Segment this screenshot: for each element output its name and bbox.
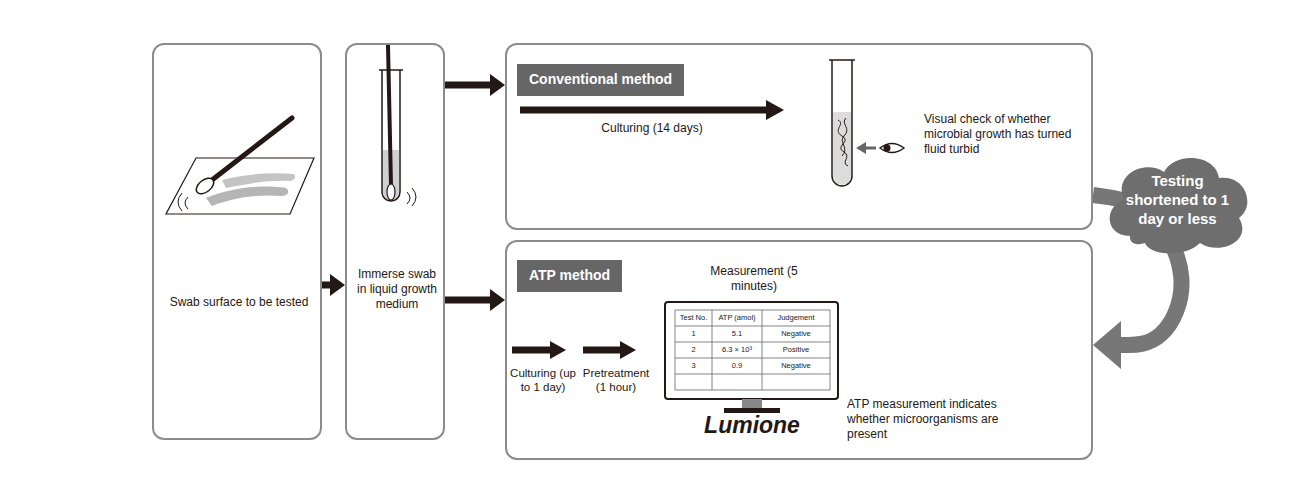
step-text: Culturing (up to 1 day): [508, 366, 578, 395]
table-cell: 1: [675, 326, 712, 342]
table-cell: Test No.: [675, 310, 712, 326]
table-cell: 3: [675, 358, 712, 374]
arrow-head: [766, 100, 784, 120]
swab-stick: [212, 118, 292, 180]
swab-tube: [379, 45, 416, 206]
atp-illustration: [512, 302, 838, 413]
eye: [880, 144, 904, 153]
arrow-head: [620, 341, 636, 359]
surface-sheet: [166, 158, 314, 214]
microbial-growth: [842, 118, 847, 156]
result-table: [675, 310, 830, 390]
table-cell: Negative: [762, 358, 830, 374]
callout-text: Testing shortened to 1 day or less: [1124, 172, 1232, 228]
conventional-illustration: [520, 60, 904, 186]
arrow-head: [550, 341, 566, 359]
table-cell: Negative: [762, 326, 830, 342]
motion-mark: [185, 197, 188, 209]
method-header: ATP method: [517, 260, 622, 292]
table-cell: 2: [675, 342, 712, 358]
process-arrow: [520, 107, 768, 114]
callout-cloud: Testing shortened to 1 day or less: [1100, 150, 1255, 255]
smear: [206, 186, 288, 206]
brand-logo: Lumione: [672, 412, 832, 440]
swab-tip: [387, 184, 395, 200]
step-text: Pretreatment (1 hour): [581, 366, 651, 395]
step-text: Culturing (14 days): [552, 121, 752, 136]
process-arrow: [583, 347, 622, 354]
header-text: ATP method: [529, 267, 610, 285]
step-text: Swab surface to be tested: [160, 295, 318, 310]
motion-mark: [178, 193, 182, 211]
swab-stick: [388, 45, 391, 186]
table-border: [675, 310, 830, 390]
table-rule: [675, 342, 830, 343]
table-cell: 5.1: [712, 326, 762, 342]
motion-mark: [407, 192, 410, 204]
cloud-outline: [1110, 158, 1248, 254]
tube: [832, 60, 852, 186]
step-text: Measurement (5 minutes): [704, 264, 804, 294]
process-arrow: [512, 347, 552, 354]
swab-surface: [166, 118, 314, 214]
step-text: ATP measurement indicates whether microo…: [847, 397, 1005, 442]
table-cell: Judgement: [762, 310, 830, 326]
table-rule: [712, 310, 713, 390]
table-rule: [675, 374, 830, 375]
arrow-head: [856, 142, 866, 154]
table-rule: [762, 310, 763, 390]
motion-mark: [412, 188, 416, 206]
swab-tip: [193, 175, 216, 197]
step-panel: Immerse swab in liquid growth medium: [345, 43, 445, 440]
flow-arrow: [445, 297, 490, 304]
step-text: Visual check of whether microbial growth…: [924, 112, 1082, 157]
step-panel: Swab surface to be tested: [152, 43, 322, 440]
step-text: Immerse swab in liquid growth medium: [355, 267, 439, 312]
tube-rim: [829, 59, 855, 61]
table-cell: Positive: [762, 342, 830, 358]
monitor-screen: [665, 302, 838, 399]
monitor-neck: [742, 399, 762, 408]
tube-rim: [379, 69, 403, 71]
method-header: Conventional method: [517, 64, 684, 96]
header-text: Conventional method: [529, 71, 672, 89]
turbid-fluid: [833, 112, 851, 185]
flow-arrow: [445, 82, 490, 89]
table-rule: [675, 326, 830, 327]
method-panel: Culturing (14 days) Visual check of wheth…: [505, 43, 1093, 230]
table-cell: 0.9: [712, 358, 762, 374]
pupil: [884, 145, 891, 152]
flow-arrow: [322, 282, 330, 289]
table-cell: 6.3 × 10³: [712, 342, 762, 358]
table-rule: [675, 358, 830, 359]
table-cell: ATP (amol): [712, 310, 762, 326]
smear: [222, 173, 295, 188]
